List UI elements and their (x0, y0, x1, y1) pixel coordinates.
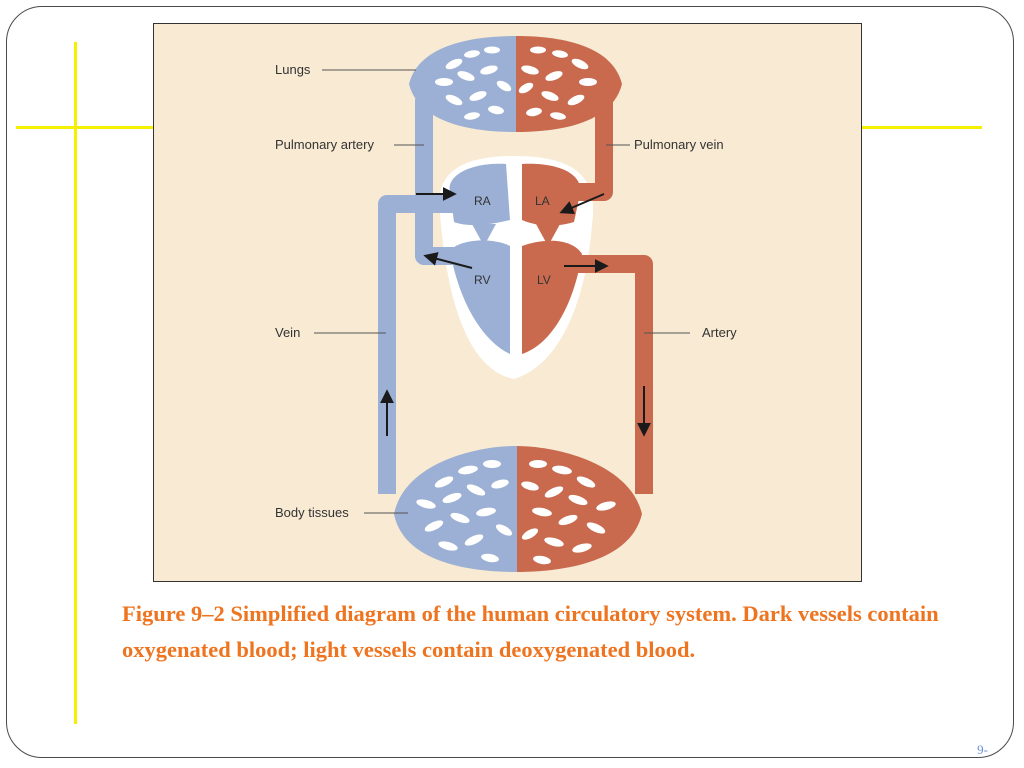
label-lungs: Lungs (275, 62, 311, 77)
accent-vertical-line (74, 42, 77, 724)
label-pulmonary-artery: Pulmonary artery (275, 137, 374, 152)
right-ventricle (450, 240, 510, 354)
left-valve (536, 224, 560, 246)
label-ra: RA (474, 194, 491, 208)
accent-horizontal-line-left (16, 126, 156, 129)
body-tissues-capillary-bed (394, 446, 642, 572)
label-pulmonary-vein: Pulmonary vein (634, 137, 724, 152)
label-lv: LV (537, 273, 551, 287)
pulmonary-vein-vessel (574, 99, 613, 201)
label-rv: RV (474, 273, 490, 287)
label-vein: Vein (275, 325, 300, 340)
figure-caption: Figure 9–2 Simplified diagram of the hum… (122, 601, 939, 662)
label-la: LA (535, 194, 550, 208)
arrow-into-la (559, 193, 605, 215)
label-body-tissues: Body tissues (275, 505, 349, 520)
accent-horizontal-line-right (860, 126, 982, 129)
right-valve (472, 224, 496, 246)
leader-lines (314, 69, 690, 514)
label-artery: Artery (702, 325, 737, 340)
arrow-rv-out (423, 252, 473, 269)
deoxygenated-vessels (378, 99, 454, 494)
circulatory-diagram: Lungs Pulmonary artery Pulmonary vein Ve… (153, 23, 862, 582)
right-atrium (449, 163, 510, 226)
page-number: 9- (977, 742, 988, 757)
lungs-capillary-bed (409, 36, 622, 132)
left-ventricle (522, 240, 582, 354)
flow-arrows (380, 187, 651, 437)
circulatory-diagram-svg: Lungs Pulmonary artery Pulmonary vein Ve… (275, 36, 737, 572)
